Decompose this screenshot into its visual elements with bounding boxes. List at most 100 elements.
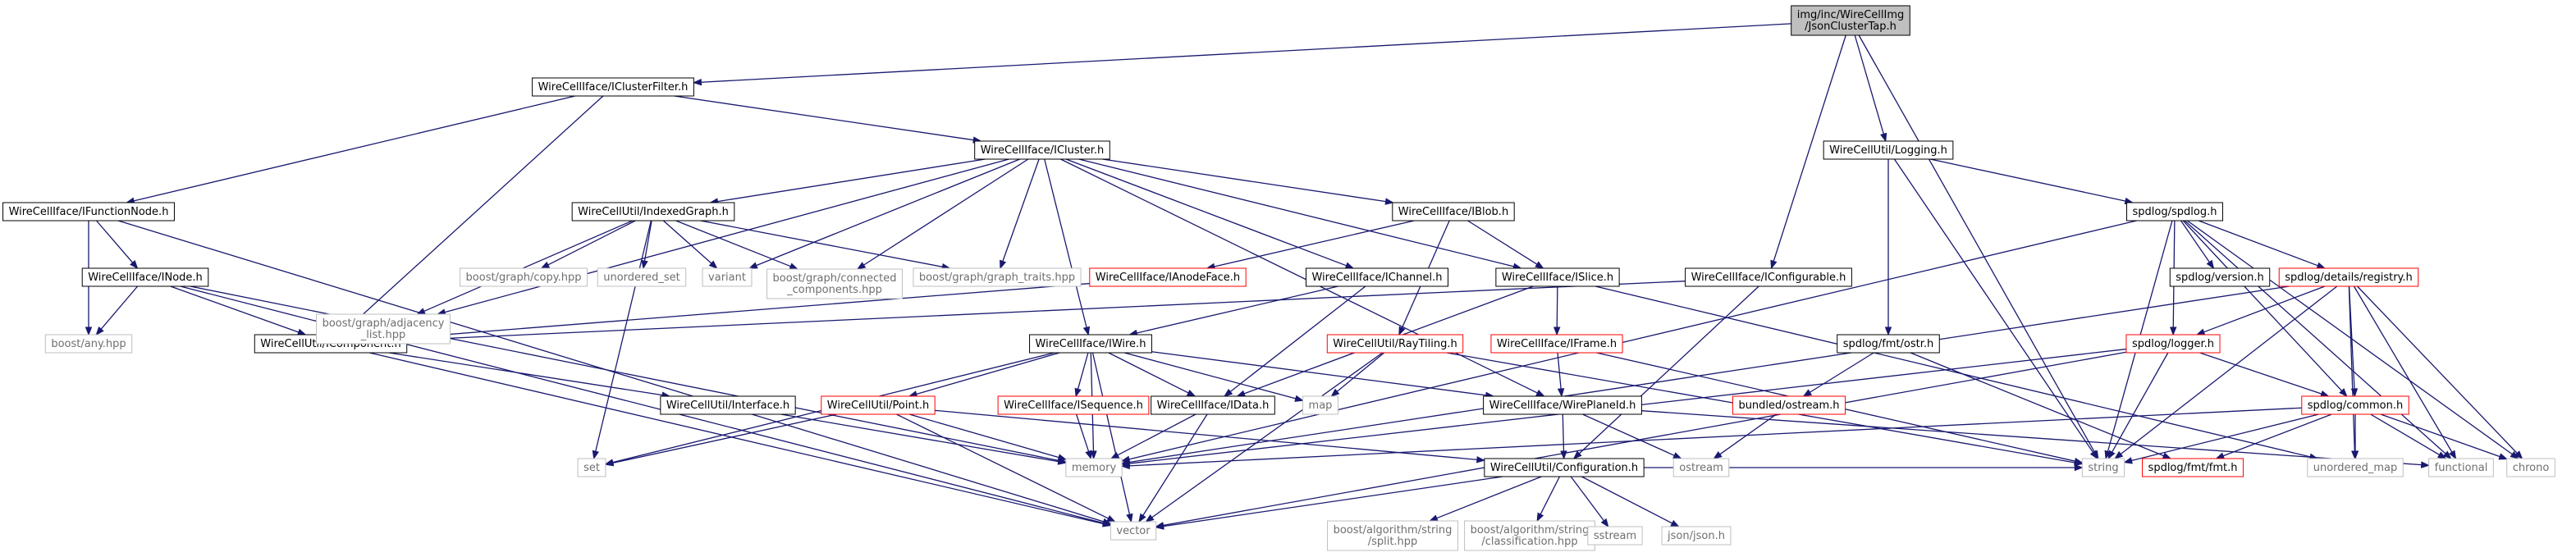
node-scom[interactable]: spdlog/common.h [2301,395,2409,415]
edge-iig-to-badj [416,220,633,315]
node-ifr[interactable]: WireCellIface/IFrame.h [1490,334,1623,354]
node-ibl[interactable]: WireCellIface/IBlob.h [1392,202,1515,221]
node-var[interactable]: variant [702,267,753,287]
node-vec[interactable]: vector [1110,521,1157,541]
node-label: spdlog/spdlog.h [2133,206,2217,218]
node-iwi[interactable]: WireCellIface/IWire.h [1029,334,1152,354]
edge-line [1076,413,1090,452]
node-isl[interactable]: WireCellIface/ISlice.h [1495,267,1620,287]
node-bany[interactable]: boost/any.hpp [44,334,133,354]
node-box [2278,267,2419,287]
edge-arrowhead [1535,261,1544,269]
node-ifn[interactable]: WireCellIface/IFunctionNode.h [2,202,175,221]
node-iseq[interactable]: WireCellIface/ISequence.h [997,395,1150,415]
edge-arrowhead [1138,513,1146,523]
node-box [766,268,903,299]
edge-line [2182,220,2343,391]
node-ostrm[interactable]: ostream [1672,458,1730,477]
node-pnt[interactable]: WireCellUtil/Point.h [821,395,936,415]
node-uset[interactable]: unordered_set [597,267,687,287]
edge-icl-to-ibl [1102,158,1394,205]
node-iwp[interactable]: WireCellIface/WirePlaneId.h [1483,395,1642,415]
edge-arrowhead [1536,512,1544,523]
edge-line [935,409,1477,461]
node-spd[interactable]: spdlog/spdlog.h [2126,202,2223,221]
edge-iface-to-mem [780,413,1068,465]
node-icl[interactable]: WireCellIface/ICluster.h [974,140,1110,160]
edge-line [1128,220,2137,460]
edge-arrowhead [1398,326,1406,336]
node-box [1305,267,1449,287]
node-chr[interactable]: chrono [2506,458,2555,477]
node-sver[interactable]: spdlog/version.h [2169,267,2271,287]
node-log[interactable]: WireCellUtil/Logging.h [1823,140,1954,160]
node-func[interactable]: functional [2428,458,2494,477]
node-sstr[interactable]: sstream [1587,526,1643,546]
node-sfmt[interactable]: spdlog/fmt/fmt.h [2142,458,2244,477]
edge-arrowhead [2514,450,2523,459]
edge-icl-to-var [748,158,1020,269]
edge-arrowhead [296,328,307,336]
edge-line [2120,285,2338,454]
edge-line [1128,285,2290,463]
edge-arrowhead [748,262,758,269]
node-map[interactable]: map [1302,395,1338,415]
node-set[interactable]: set [577,458,606,477]
edge-spd-to-func [2184,220,2452,459]
edge-line [662,220,712,264]
edge-iwi-to-idat [1108,352,1196,397]
edge-scom-to-str [2123,413,2319,464]
node-ian[interactable]: WireCellIface/IAnodeFace.h [1089,267,1247,287]
edge-line [170,285,300,333]
edge-fostr-to-sfmt [1910,352,2172,459]
node-sreg[interactable]: spdlog/details/registry.h [2278,267,2419,287]
node-fostr[interactable]: spdlog/fmt/ostr.h [1837,334,1940,354]
node-bcc[interactable]: boost/graph/connected_components.hpp [766,268,903,299]
edge-scom-to-func [2370,413,2447,459]
node-iface[interactable]: WireCellUtil/Interface.h [660,395,796,415]
edge-line [423,220,633,313]
node-badj[interactable]: boost/graph/adjacency_list.hpp [316,313,451,345]
node-ich[interactable]: WireCellIface/IChannel.h [1305,267,1449,287]
node-label: _components.hpp [786,284,882,296]
node-icf[interactable]: WireCellIface/IClusterFilter.h [532,77,694,97]
node-box [2169,267,2271,287]
node-label: WireCellUtil/Point.h [827,399,929,412]
node-bgt[interactable]: boost/graph/graph_traits.hpp [913,267,1082,287]
edge-line [1893,158,2094,453]
node-bcopy[interactable]: boost/graph/copy.hpp [460,267,588,287]
edge-iwi-to-vec [1091,352,1133,523]
node-label: spdlog/logger.h [2132,338,2214,350]
node-box [1392,202,1515,221]
edge-arrowhead [1110,451,1120,459]
node-icfg[interactable]: WireCellIface/IConfigurable.h [1685,267,1852,287]
edge-line [1091,352,1131,515]
node-rtl[interactable]: WireCellUtil/RayTiling.h [1326,334,1464,354]
node-mem[interactable]: memory [1065,458,1123,477]
node-bost[interactable]: bundled/ostream.h [1732,395,1846,415]
edge-arrowhead [2498,453,2509,460]
edge-line [369,352,1104,525]
edge-arrowhead [1572,450,1582,459]
node-umap[interactable]: unordered_map [2307,458,2404,477]
node-idat[interactable]: WireCellIface/IData.h [1151,395,1275,415]
edge-line [1930,158,2126,202]
edge-line [345,95,604,331]
edge-pnt-to-cfg [935,409,1486,463]
node-bsplit[interactable]: boost/algorithm/string/split.hpp [1327,520,1458,551]
node-ino[interactable]: WireCellIface/INode.h [81,267,209,287]
edge-line [1060,158,1538,394]
node-iig[interactable]: WireCellUtil/IndexedGraph.h [571,202,735,221]
edge-pnt-to-set [604,413,837,467]
edge-arrowhead [130,260,139,270]
node-bclass[interactable]: boost/algorithm/string/classification.hp… [1464,520,1595,551]
node-json[interactable]: json/json.h [1661,526,1732,546]
edge-line [863,158,1029,266]
edge-arrowhead [1770,259,1778,270]
node-label: WireCellIface/IFunctionNode.h [9,206,169,218]
node-str[interactable]: string [2081,458,2125,477]
node-jct[interactable]: img/inc/WireCellImg/JsonClusterTap.h [1791,5,1910,36]
node-cfg[interactable]: WireCellUtil/Configuration.h [1484,458,1645,477]
node-slog[interactable]: spdlog/logger.h [2125,334,2221,354]
